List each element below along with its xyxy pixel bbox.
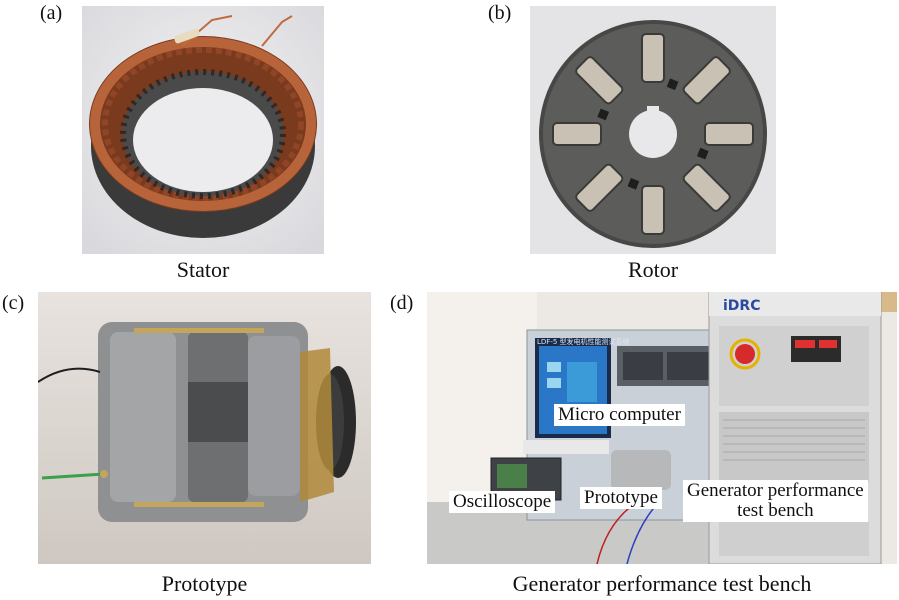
panel-b-caption: Rotor: [627, 257, 679, 282]
test-bench-image: LDF-5 型发电机性能测试系统 iDRC: [427, 292, 897, 564]
stator-photo: [82, 6, 324, 254]
test-bench-photo: LDF-5 型发电机性能测试系统 iDRC: [427, 292, 897, 564]
stator-image: [82, 6, 324, 254]
prototype-image: [38, 292, 371, 564]
callout-micro-computer: Micro computer: [554, 404, 685, 426]
panel-b-letter: (b): [488, 2, 512, 24]
callout-test-bench-line1: Generator performance: [687, 480, 864, 501]
panel-c-letter: (c): [2, 292, 25, 314]
rotor-photo: [530, 6, 776, 254]
rotor-image: [530, 6, 776, 254]
callout-test-bench: Generator performance test bench: [683, 480, 868, 522]
callout-test-bench-line2: test bench: [737, 499, 814, 521]
panel-d-caption: Generator performance test bench: [512, 571, 812, 596]
console-screen-title: LDF-5 型发电机性能测试系统: [537, 337, 630, 346]
panel-a-letter: (a): [40, 2, 63, 24]
panel-a-caption: Stator: [176, 257, 230, 282]
panel-c-caption: Prototype: [161, 571, 248, 596]
prototype-photo: [38, 292, 371, 564]
cabinet-brand: iDRC: [723, 298, 760, 314]
panel-d-letter: (d): [390, 292, 414, 314]
callout-prototype: Prototype: [580, 487, 662, 509]
callout-oscilloscope: Oscilloscope: [449, 491, 556, 513]
